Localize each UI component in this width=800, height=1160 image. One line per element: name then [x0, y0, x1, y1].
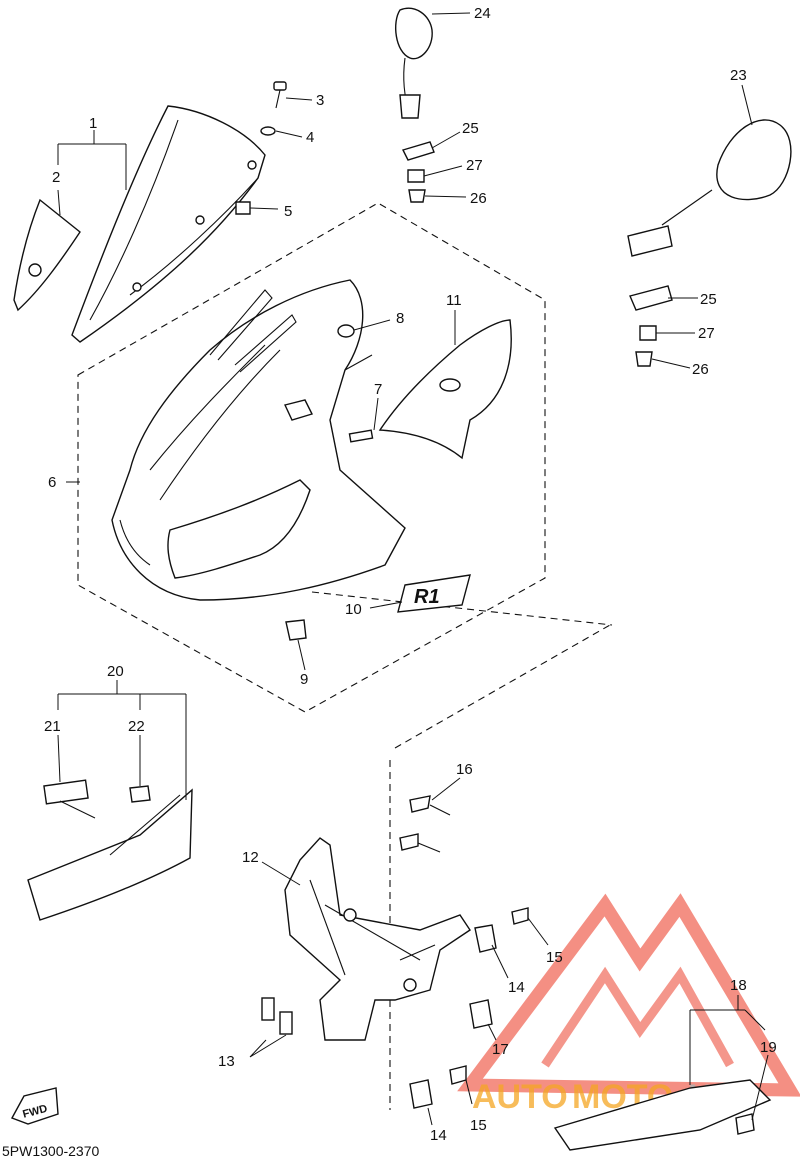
mirror-23 [627, 119, 792, 257]
callout-3: 3 [316, 92, 324, 109]
callout-23: 23 [730, 67, 747, 84]
callout-14b: 14 [430, 1127, 447, 1144]
nut-9 [285, 619, 307, 641]
callout-2: 2 [52, 169, 60, 186]
callout-19: 19 [760, 1039, 777, 1056]
callout-labels: 1 2 3 4 5 6 7 8 9 10 11 12 13 14 14 15 1… [44, 5, 777, 1144]
callout-4: 4 [306, 129, 314, 146]
grommet-8 [337, 324, 355, 338]
callout-25b: 25 [700, 291, 717, 308]
side-panel-20 [27, 788, 193, 921]
bolt-15a [511, 907, 529, 925]
callout-25a: 25 [462, 120, 479, 137]
tape-21 [43, 779, 89, 805]
windscreen-decal [13, 198, 81, 312]
windscreen [71, 105, 266, 343]
callout-18: 18 [730, 977, 747, 994]
callout-20: 20 [107, 663, 124, 680]
callout-9: 9 [300, 671, 308, 688]
cover-18 [553, 1079, 772, 1151]
callout-7: 7 [374, 381, 382, 398]
screw-3 [273, 81, 287, 109]
fwd-direction-arrow: FWD [10, 1087, 59, 1125]
r1-emblem: R1 [397, 574, 471, 613]
callout-11: 11 [446, 292, 462, 309]
mirror-gasket-25a [402, 141, 435, 161]
clip-26a [408, 189, 426, 203]
nut-27a [407, 169, 425, 183]
callout-15a: 15 [546, 949, 563, 966]
callout-24: 24 [474, 5, 491, 22]
damper-14b [409, 1079, 433, 1109]
callout-27a: 27 [466, 157, 483, 174]
callout-8: 8 [396, 310, 404, 327]
callout-16: 16 [456, 761, 473, 778]
cowling-stay-12 [284, 837, 471, 1041]
callout-22: 22 [128, 718, 145, 735]
bolt-15b [449, 1065, 467, 1085]
nut-22 [129, 785, 151, 803]
callout-26a: 26 [470, 190, 487, 207]
tape-13b [279, 1011, 293, 1035]
callout-13: 13 [218, 1053, 235, 1070]
mirror-24 [394, 7, 433, 119]
nut-5 [235, 201, 251, 215]
callout-15b: 15 [470, 1117, 487, 1134]
collar-17 [469, 999, 493, 1029]
diagram-code: 5PW1300-2370 [2, 1143, 100, 1159]
nut-27b [639, 325, 657, 341]
callout-5: 5 [284, 203, 292, 220]
front-cowling [111, 279, 406, 601]
r1-emblem-text: R1 [414, 586, 440, 608]
rubber-damper-7 [348, 429, 374, 443]
callout-21: 21 [44, 718, 61, 735]
callout-12: 12 [242, 849, 259, 866]
leader-lines [57, 12, 769, 1126]
callout-17: 17 [492, 1041, 509, 1058]
washer-4 [260, 126, 276, 136]
damper-14a [474, 924, 497, 953]
nut-19 [735, 1113, 755, 1135]
watermark-triangle [457, 893, 800, 1097]
watermark-text-auto: AUTO [472, 1078, 568, 1116]
callout-27b: 27 [698, 325, 715, 342]
callout-1: 1 [89, 115, 97, 132]
clip-26b [635, 351, 653, 367]
callout-10: 10 [345, 601, 362, 618]
callout-14a: 14 [508, 979, 525, 996]
mirror-gasket-25b [629, 285, 673, 311]
bolt-16 [399, 795, 451, 853]
cowling-group-boundary [77, 202, 546, 713]
callout-6: 6 [48, 474, 56, 491]
callout-26b: 26 [692, 361, 709, 378]
tape-13a [261, 997, 275, 1021]
